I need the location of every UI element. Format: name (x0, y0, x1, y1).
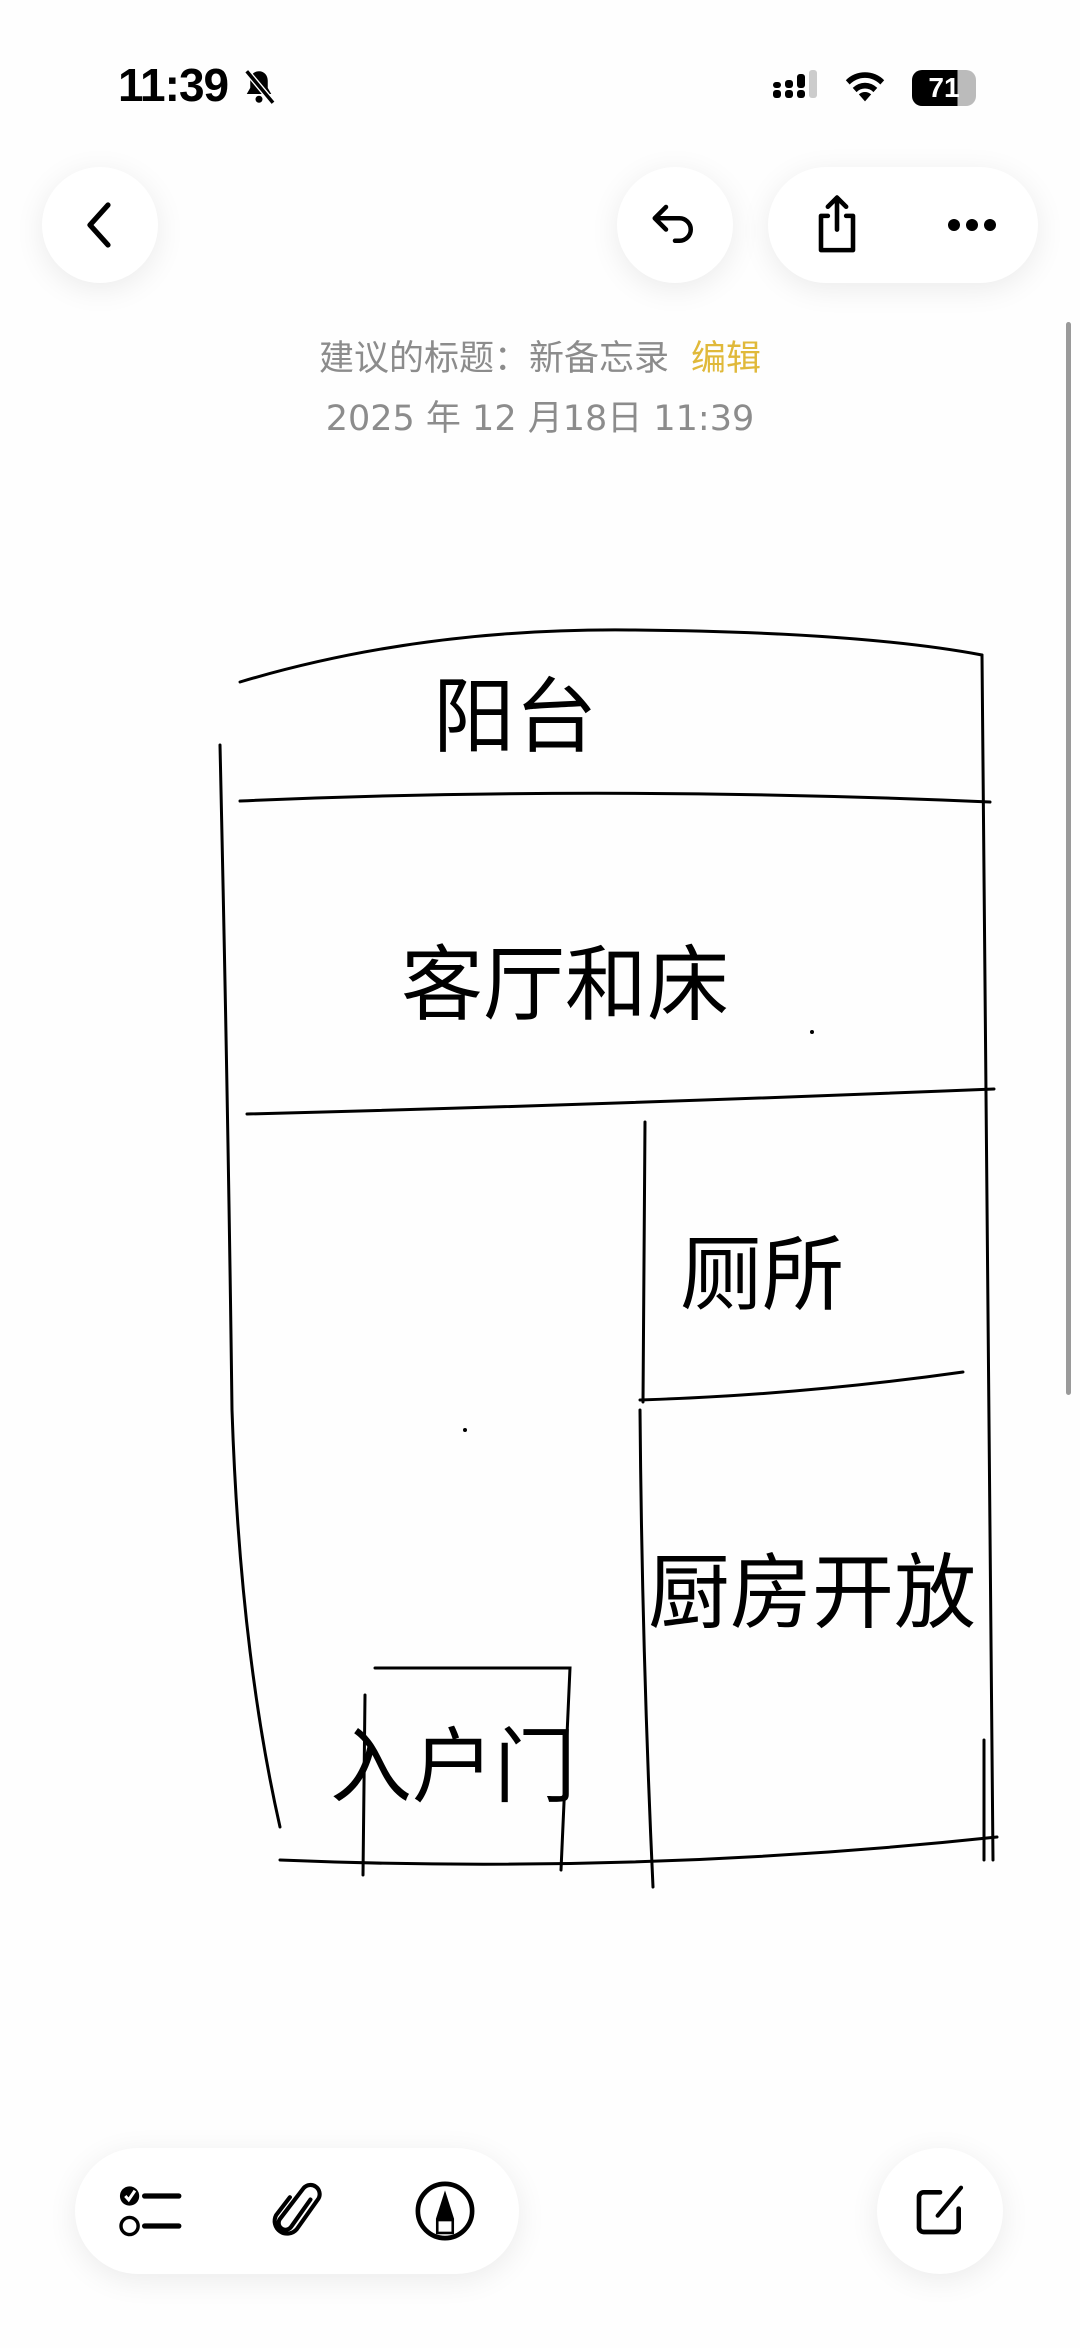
sketch-line (218, 743, 282, 1829)
battery-icon: 71 (912, 70, 976, 106)
wifi-icon (845, 72, 885, 102)
sketch-line (278, 1835, 999, 1866)
edit-title-button[interactable]: 编辑 (691, 339, 762, 379)
sketch-line (638, 1408, 655, 1889)
back-button[interactable] (42, 167, 158, 283)
door-line (361, 1693, 367, 1877)
checklist-icon[interactable] (118, 2181, 184, 2241)
sketch-line (638, 1370, 965, 1402)
share-more-group (768, 167, 1038, 283)
suggested-title-text: 建议的标题：新备忘录 (318, 339, 669, 379)
label-toilet: 厕所 (680, 1228, 844, 1323)
status-time: 11:39 (118, 59, 229, 111)
sketch-line (980, 653, 995, 1862)
back-icon (87, 202, 111, 248)
note-date: 2025 年 12 月18日 11:39 (325, 399, 755, 439)
markup-pen-icon[interactable] (414, 2180, 476, 2242)
signal-icon (773, 70, 817, 98)
battery-level: 71 (928, 72, 960, 103)
bell-slash-icon (244, 69, 276, 105)
suggested-title: 建议的标题：新备忘录编辑 (0, 330, 1080, 381)
paperclip-icon[interactable] (271, 2179, 327, 2243)
label-entrance: 入户门 (330, 1720, 576, 1815)
sketch-dot (810, 1030, 814, 1034)
sketch-dot (463, 1428, 467, 1432)
label-kitchen: 厨房开放 (648, 1546, 976, 1641)
undo-button[interactable] (617, 167, 733, 283)
sketch-line (641, 1120, 647, 1404)
sketch-line (238, 791, 992, 804)
label-living: 客厅和床 (401, 938, 729, 1033)
undo-icon (652, 204, 693, 243)
sketch-line (238, 628, 984, 684)
door-line (373, 1666, 572, 1872)
compose-button[interactable] (877, 2148, 1003, 2274)
sketch-line (245, 1087, 996, 1116)
more-icon[interactable] (946, 217, 998, 233)
bottom-tools (75, 2148, 519, 2274)
label-balcony: 阳台 (433, 670, 597, 765)
share-icon[interactable] (809, 193, 865, 257)
compose-icon (916, 2185, 964, 2235)
scrollbar[interactable] (1066, 322, 1071, 1395)
